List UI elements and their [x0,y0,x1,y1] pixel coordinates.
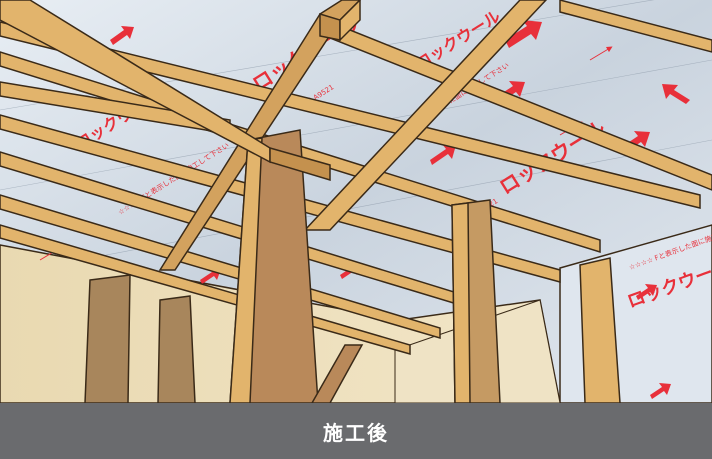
red-arrow-icon [636,284,657,300]
post [229,137,263,403]
main-beam [158,0,548,271]
joist [559,0,712,53]
post [157,295,196,403]
post [451,202,471,403]
posts [84,129,621,403]
brace [311,344,364,403]
caption-bar: 施工後 [0,403,712,459]
construction-illustration: ロックウール ロックウール ロックウール ロックウール ロックウール JIS A… [0,0,712,403]
post [84,274,131,403]
cross-beam [303,0,548,231]
red-arrow-icon [110,26,134,45]
red-arrow-icon [430,144,456,165]
joist [0,21,701,209]
post [579,257,621,403]
red-arrow-icon [662,84,690,104]
front-beam [0,0,331,182]
caption-title: 施工後 [323,420,389,445]
red-arrow-icon [650,383,671,399]
red-arrow-icon [505,20,542,48]
